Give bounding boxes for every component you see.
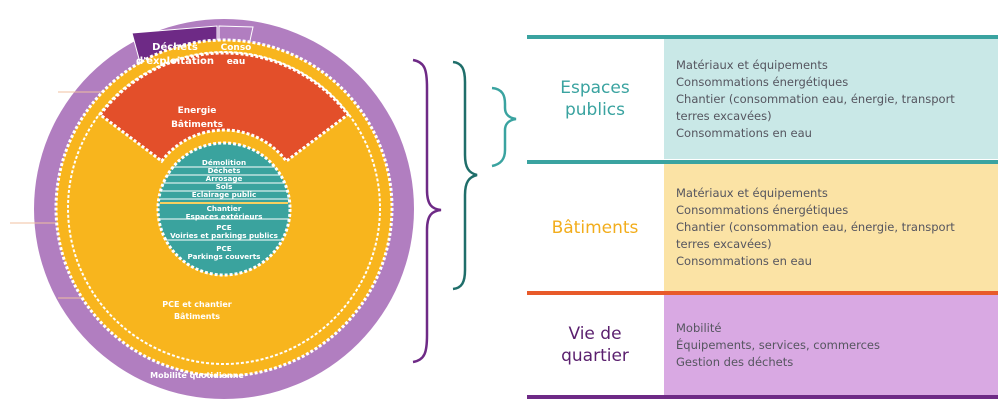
row1-detail-bg	[664, 39, 998, 159]
row-detail-buildings: Matériaux et équipements Consommations é…	[664, 164, 998, 291]
top-tab-waste-label: Déchets	[152, 41, 198, 53]
core-mid-label: Chantier	[207, 204, 242, 213]
row3-detail-bg	[664, 295, 998, 395]
detail-item: Matériaux et équipements	[676, 57, 828, 72]
detail-item: Gestion des déchets	[676, 354, 794, 369]
detail-item: Chantier (consommation eau, énergie, tra…	[676, 220, 955, 251]
detail-item: Matériaux et équipements	[676, 186, 828, 200]
energy-label: Energie	[178, 106, 217, 116]
core-top-label: Eclairage public	[192, 190, 256, 199]
row2-top-rule	[527, 160, 998, 164]
public-spaces-core	[156, 141, 292, 277]
detail-item: Consommations en eau	[676, 125, 812, 140]
row-detail-neighbourhood: Mobilité Équipements, services, commerce…	[664, 295, 998, 395]
detail-item: Équipements, services, commerces	[676, 337, 881, 352]
core-pce2-label: Parkings couverts	[188, 252, 261, 261]
detail-item: Chantier (consommation eau, énergie, tra…	[676, 91, 955, 123]
row2-detail-bg	[664, 164, 998, 291]
top-tab-water-label: Conso	[221, 43, 252, 53]
core-top-label: Arrosage	[206, 174, 243, 183]
bracket-teal	[491, 86, 517, 168]
row-label-buildings: Bâtiments	[551, 217, 639, 238]
separator-ring	[67, 51, 381, 365]
core-pce1-label: PCE	[216, 223, 232, 232]
core-top-label: Démolition	[202, 158, 246, 167]
core-mid-label: Espaces extérieurs	[186, 212, 263, 221]
detail-item: Mobilité	[676, 320, 722, 335]
energy-label: Bâtiments	[171, 120, 223, 130]
row-detail-public-spaces: Matériaux et équipements Consommations é…	[664, 39, 998, 159]
core-top-label: Sols	[216, 182, 233, 191]
bracket-teal-dark	[452, 60, 478, 291]
core-top-label: Déchets	[208, 166, 241, 175]
top-tab-waste-label: d'exploitation	[136, 56, 214, 67]
row1-top-rule	[527, 35, 998, 39]
row3-bottom-rule	[527, 395, 998, 399]
buildings-label: PCE et chantier	[162, 300, 232, 309]
core-pce2-label: PCE	[216, 244, 232, 253]
row3-top-rule	[527, 291, 998, 295]
bracket-purple	[412, 58, 442, 364]
core-pce1-label: Voiries et parkings publics	[170, 231, 278, 240]
detail-item: Consommations énergétiques	[676, 203, 849, 217]
top-tab-water-label: eau	[227, 57, 246, 67]
mobility-label: Mobilité quotidienne	[150, 370, 244, 380]
detail-item: Consommations en eau	[676, 254, 812, 268]
buildings-label: Bâtiments	[174, 312, 220, 321]
detail-item: Consommations énergétiques	[676, 74, 849, 89]
